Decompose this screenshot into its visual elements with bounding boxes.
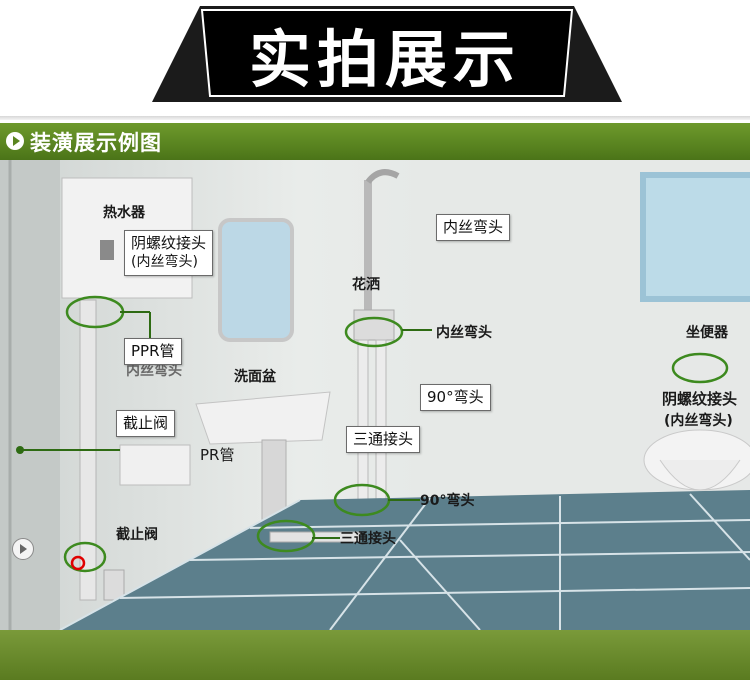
section-bar: 装潢展示例图 — [0, 123, 750, 160]
label-tee-joint: 三通接头 — [340, 531, 396, 547]
label-water-heater: 热水器 — [103, 205, 145, 221]
callout-tee-joint: 三通接头 — [346, 426, 421, 453]
label-stop-valve: 截止阀 — [116, 527, 158, 543]
title-banner — [152, 6, 622, 102]
label-toilet: 坐便器 — [686, 325, 728, 341]
section-title: 装潢展示例图 — [30, 131, 162, 155]
callout-female-thread-joint: 阴螺纹接头 (内丝弯头) — [124, 230, 214, 276]
label-hidden-partial: 内丝弯头 — [126, 363, 182, 379]
section-bullet-icon — [6, 132, 24, 150]
label-elbow-90: 90°弯头 — [420, 493, 475, 509]
label-female-thread-joint: 阴螺纹接头 — [662, 390, 738, 408]
header: 实拍展示 — [0, 0, 750, 120]
callout-female-thread-joint-text: 阴螺纹接头 — [131, 234, 207, 252]
footer-bar — [0, 630, 750, 680]
label-wash-basin: 洗面盆 — [234, 369, 276, 385]
play-icon[interactable] — [12, 538, 34, 560]
callout-female-thread-joint-sub: (内丝弯头) — [131, 254, 198, 270]
callout-inner-thread-elbow: 内丝弯头 — [436, 214, 511, 241]
bathroom-scene: 热水器 花洒 洗面盆 坐便器 内丝弯头 90°弯头 三通接头 截止阀 阴螺纹接头… — [0, 160, 750, 630]
callout-ppr-pipe: PPR管 — [124, 338, 182, 365]
callout-elbow-90: 90°弯头 — [420, 384, 491, 411]
label-shower: 花洒 — [352, 277, 380, 293]
callout-stop-valve: 截止阀 — [116, 410, 176, 437]
label-ppr-pipe-partial: PR管 — [200, 446, 235, 464]
label-inner-thread-elbow: 内丝弯头 — [436, 325, 492, 341]
header-divider — [0, 116, 750, 120]
label-female-thread-joint-sub: (内丝弯头) — [664, 413, 733, 429]
page-title: 实拍展示 — [248, 23, 521, 96]
bathroom-illustration — [0, 160, 750, 630]
